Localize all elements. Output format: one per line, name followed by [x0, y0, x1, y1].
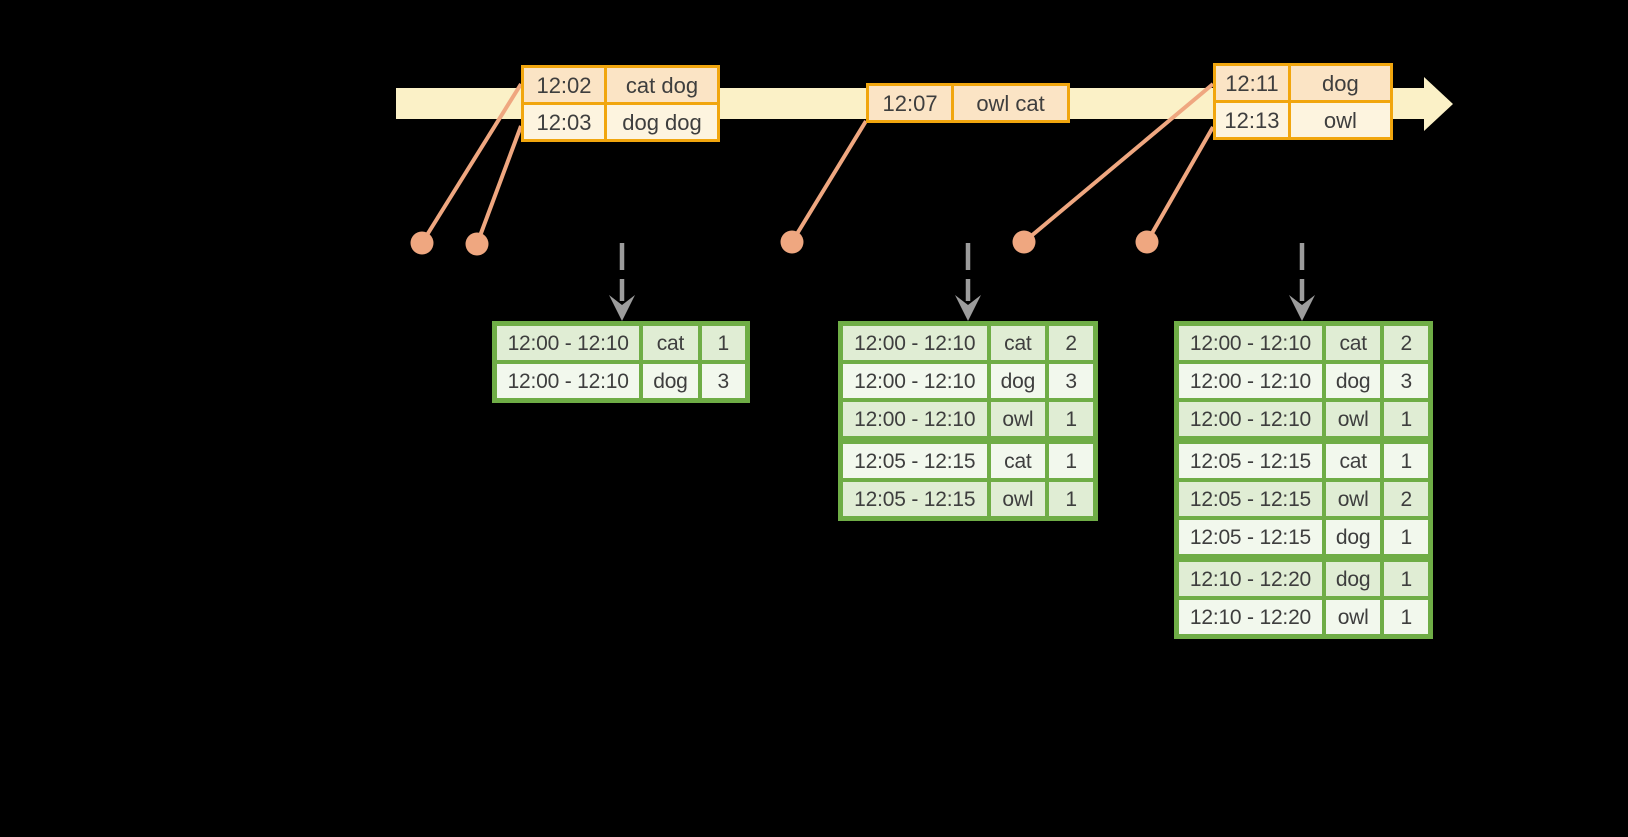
word-cell: owl [991, 402, 1050, 436]
word-cell: cat [991, 326, 1050, 360]
word-cell: dog [1326, 364, 1385, 398]
window-cell: 12:00 - 12:10 [497, 364, 644, 398]
event-connector-line [475, 125, 523, 245]
event-box: 12:02 cat dog 12:03 dog dog [521, 65, 720, 142]
window-cell: 12:00 - 12:10 [1179, 364, 1326, 398]
count-cell: 3 [717, 370, 730, 393]
event-words-cell: dog [1322, 71, 1359, 96]
word-cell: dog [1326, 520, 1385, 554]
window-cell: 12:05 - 12:15 [1179, 520, 1326, 554]
window-cell: 12:00 - 12:10 [843, 326, 991, 360]
count-cell: 1 [1065, 408, 1077, 431]
count-cell: 1 [717, 332, 730, 355]
event-time-cell: 12:11 [1216, 66, 1291, 100]
event-box: 12:07 owl cat [866, 83, 1070, 123]
event-dot [1135, 230, 1159, 254]
event-words-cell: cat dog [625, 73, 699, 98]
window-cell: 12:05 - 12:15 [1179, 482, 1326, 516]
count-cell: 2 [1400, 332, 1412, 355]
trigger-arrowhead-icon [609, 295, 635, 321]
count-cell: 3 [1065, 370, 1077, 393]
count-cell: 1 [1400, 526, 1412, 549]
event-words-cell: owl cat [976, 91, 1045, 116]
timeline-arrowhead [1424, 77, 1453, 131]
event-connector-line [1022, 82, 1215, 244]
event-words-cell: dog dog [622, 110, 702, 135]
window-cell: 12:05 - 12:15 [1179, 444, 1326, 478]
event-dots [410, 230, 1159, 256]
event-dot [780, 230, 804, 254]
event-time-cell: 12:02 [524, 68, 607, 102]
event-connector-line [1145, 126, 1215, 243]
window-cell: 12:10 - 12:20 [1179, 562, 1326, 596]
event-row: 12:07 owl cat [869, 86, 1067, 120]
event-dot [465, 232, 489, 256]
window-cell: 12:05 - 12:15 [843, 444, 991, 478]
trigger-arrows [609, 243, 1315, 321]
count-cell: 2 [1400, 488, 1412, 511]
count-cell: 1 [1400, 606, 1412, 629]
event-dot [1012, 230, 1036, 254]
event-words-cell: owl [1323, 108, 1357, 133]
word-cell: cat [991, 444, 1050, 478]
count-cell: 2 [1065, 332, 1077, 355]
word-cell: cat [1326, 444, 1385, 478]
trigger-arrowhead-icon [955, 295, 981, 321]
count-cell: 1 [1400, 450, 1412, 473]
word-cell: owl [1326, 402, 1385, 436]
event-row: 12:02 cat dog [524, 68, 717, 102]
word-cell: cat [1326, 326, 1385, 360]
count-cell: 1 [1065, 488, 1077, 511]
word-cell: owl [991, 482, 1050, 516]
window-cell: 12:05 - 12:15 [843, 482, 991, 516]
count-cell: 1 [1400, 568, 1412, 591]
window-cell: 12:00 - 12:10 [843, 402, 991, 436]
event-box: 12:11 dog 12:13 owl [1213, 63, 1393, 140]
event-connector-line [790, 119, 868, 244]
window-cell: 12:00 - 12:10 [497, 326, 644, 360]
event-time-cell: 12:07 [869, 86, 955, 120]
word-cell: dog [643, 364, 702, 398]
count-cell: 1 [1065, 450, 1077, 473]
window-cell: 12:00 - 12:10 [1179, 402, 1326, 436]
count-cell: 1 [1400, 408, 1412, 431]
event-row: 12:11 dog [1216, 66, 1390, 100]
window-cell: 12:00 - 12:10 [843, 364, 991, 398]
word-cell: dog [1326, 562, 1385, 596]
event-connectors [420, 82, 1215, 245]
word-cell: owl [1326, 482, 1385, 516]
word-cell: owl [1326, 600, 1385, 634]
word-cell: dog [991, 364, 1050, 398]
event-connector-line [420, 82, 523, 245]
word-cell: cat [643, 326, 702, 360]
event-dot [410, 231, 434, 255]
trigger-arrowhead-icon [1289, 295, 1315, 321]
event-time-cell: 12:13 [1216, 103, 1291, 137]
event-row: 12:13 owl [1216, 100, 1390, 137]
count-cell: 3 [1400, 370, 1412, 393]
window-cell: 12:10 - 12:20 [1179, 600, 1326, 634]
window-cell: 12:00 - 12:10 [1179, 326, 1326, 360]
event-time-cell: 12:03 [524, 105, 607, 139]
event-row: 12:03 dog dog [524, 102, 717, 139]
